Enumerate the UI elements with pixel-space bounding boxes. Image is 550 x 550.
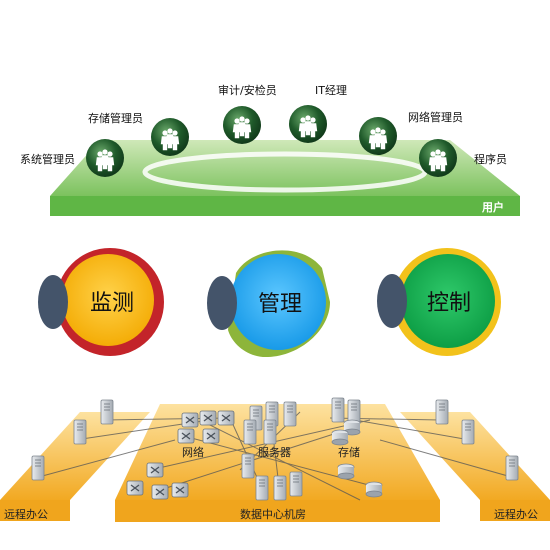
infrastructure-floor: 网络 服务器 存储 数据中心机房 远程办公 远程办公 — [0, 397, 550, 522]
group-icon — [96, 149, 114, 171]
router-icon — [199, 410, 217, 426]
left-office-label: 远程办公 — [4, 508, 48, 521]
node-disc — [207, 276, 237, 330]
role-storage-admin[interactable]: 存储管理员 — [88, 111, 189, 156]
function-monitor[interactable]: 监测 — [38, 248, 164, 356]
router-icon — [202, 428, 220, 444]
function-label: 控制 — [427, 291, 471, 316]
server-icon — [100, 399, 114, 425]
function-label: 管理 — [258, 292, 302, 317]
zone-label-server: 服务器 — [258, 446, 291, 459]
router-icon — [126, 480, 144, 496]
role-auditor[interactable]: 审计/安检员 — [218, 83, 277, 144]
role-network-admin[interactable]: 网络管理员 — [359, 110, 463, 155]
router-icon — [217, 410, 235, 426]
router-icon — [146, 462, 164, 478]
role-label: 存储管理员 — [88, 111, 143, 125]
router-icon — [181, 412, 199, 428]
role-label: 审计/安检员 — [218, 83, 277, 97]
right-office-label: 远程办公 — [494, 508, 538, 521]
role-programmer[interactable]: 程序员 — [419, 139, 507, 177]
role-label: 程序员 — [474, 152, 507, 166]
storage-icon — [331, 397, 345, 423]
server-icon — [289, 471, 303, 497]
user-band-label: 用户 — [482, 200, 504, 214]
datacenter-front — [115, 500, 440, 522]
server-icon — [461, 419, 475, 445]
group-icon — [299, 115, 317, 137]
zone-label-storage: 存储 — [338, 445, 360, 459]
function-manage[interactable]: 管理 — [207, 250, 330, 358]
server-icon — [31, 455, 45, 481]
left-office-front — [0, 500, 70, 521]
disk-icon — [331, 429, 349, 446]
server-icon — [255, 475, 269, 501]
zone-label-network: 网络 — [182, 445, 204, 459]
group-icon — [369, 127, 387, 149]
role-label: 网络管理员 — [408, 110, 463, 124]
datacenter-label: 数据中心机房 — [240, 507, 306, 521]
router-icon — [177, 428, 195, 444]
server-icon — [73, 419, 87, 445]
node-disc — [377, 274, 407, 328]
group-icon — [233, 116, 251, 138]
right-office-front — [480, 500, 550, 521]
server-icon — [263, 419, 277, 445]
function-label: 监测 — [90, 291, 134, 316]
role-label: 系统管理员 — [20, 152, 75, 166]
role-it-manager[interactable]: IT经理 — [289, 84, 347, 143]
group-icon — [429, 149, 447, 171]
server-icon — [243, 419, 257, 445]
server-icon — [241, 453, 255, 479]
node-disc — [38, 275, 68, 329]
platform-front — [50, 196, 520, 216]
group-icon — [161, 128, 179, 150]
router-icon — [171, 482, 189, 498]
disk-icon — [337, 463, 355, 480]
role-label: IT经理 — [315, 84, 347, 97]
disk-icon — [365, 481, 383, 498]
server-icon — [283, 401, 297, 427]
function-control[interactable]: 控制 — [377, 248, 501, 356]
router-icon — [151, 484, 169, 500]
role-system-admin[interactable]: 系统管理员 — [20, 139, 124, 177]
platform-ring — [142, 151, 428, 193]
server-icon — [505, 455, 519, 481]
server-icon — [435, 399, 449, 425]
server-icon — [273, 475, 287, 501]
